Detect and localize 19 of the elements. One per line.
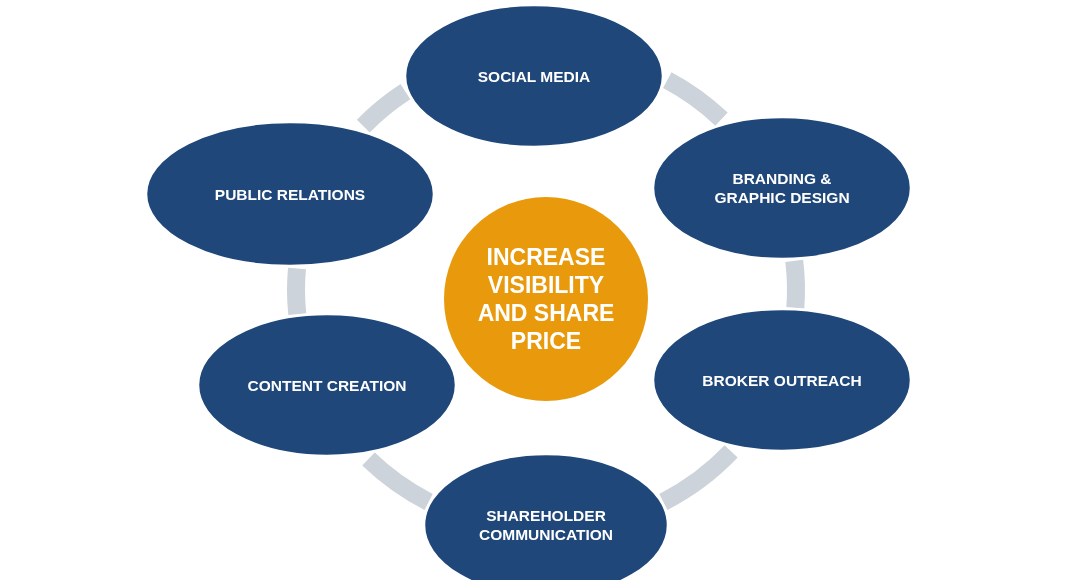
topic-ellipse	[403, 3, 665, 149]
node-label: PUBLIC RELATIONS	[214, 184, 366, 204]
goal-circle	[442, 195, 650, 403]
node-label: CONTENT CREATION	[247, 375, 407, 395]
node-label: BRANDING & GRAPHIC DESIGN	[713, 169, 851, 207]
node-label: BROKER OUTREACH	[702, 370, 862, 390]
node-label: INCREASE VISIBILITY AND SHARE PRICE	[476, 243, 616, 355]
topic-ellipse	[651, 307, 913, 453]
ring-arc-connector	[785, 260, 805, 309]
ring-arc-connector	[287, 267, 307, 315]
ring-arc-connector	[357, 84, 411, 133]
node-label: SHAREHOLDER COMMUNICATION	[478, 506, 614, 544]
topic-ellipse	[651, 115, 913, 261]
node-label: SOCIAL MEDIA	[477, 66, 591, 86]
topic-ellipse	[144, 120, 436, 268]
ring-arc-connector	[362, 452, 433, 510]
ring-arc-connector	[658, 444, 738, 510]
topic-ellipse	[196, 312, 458, 458]
ring-arc-connector	[662, 72, 728, 126]
